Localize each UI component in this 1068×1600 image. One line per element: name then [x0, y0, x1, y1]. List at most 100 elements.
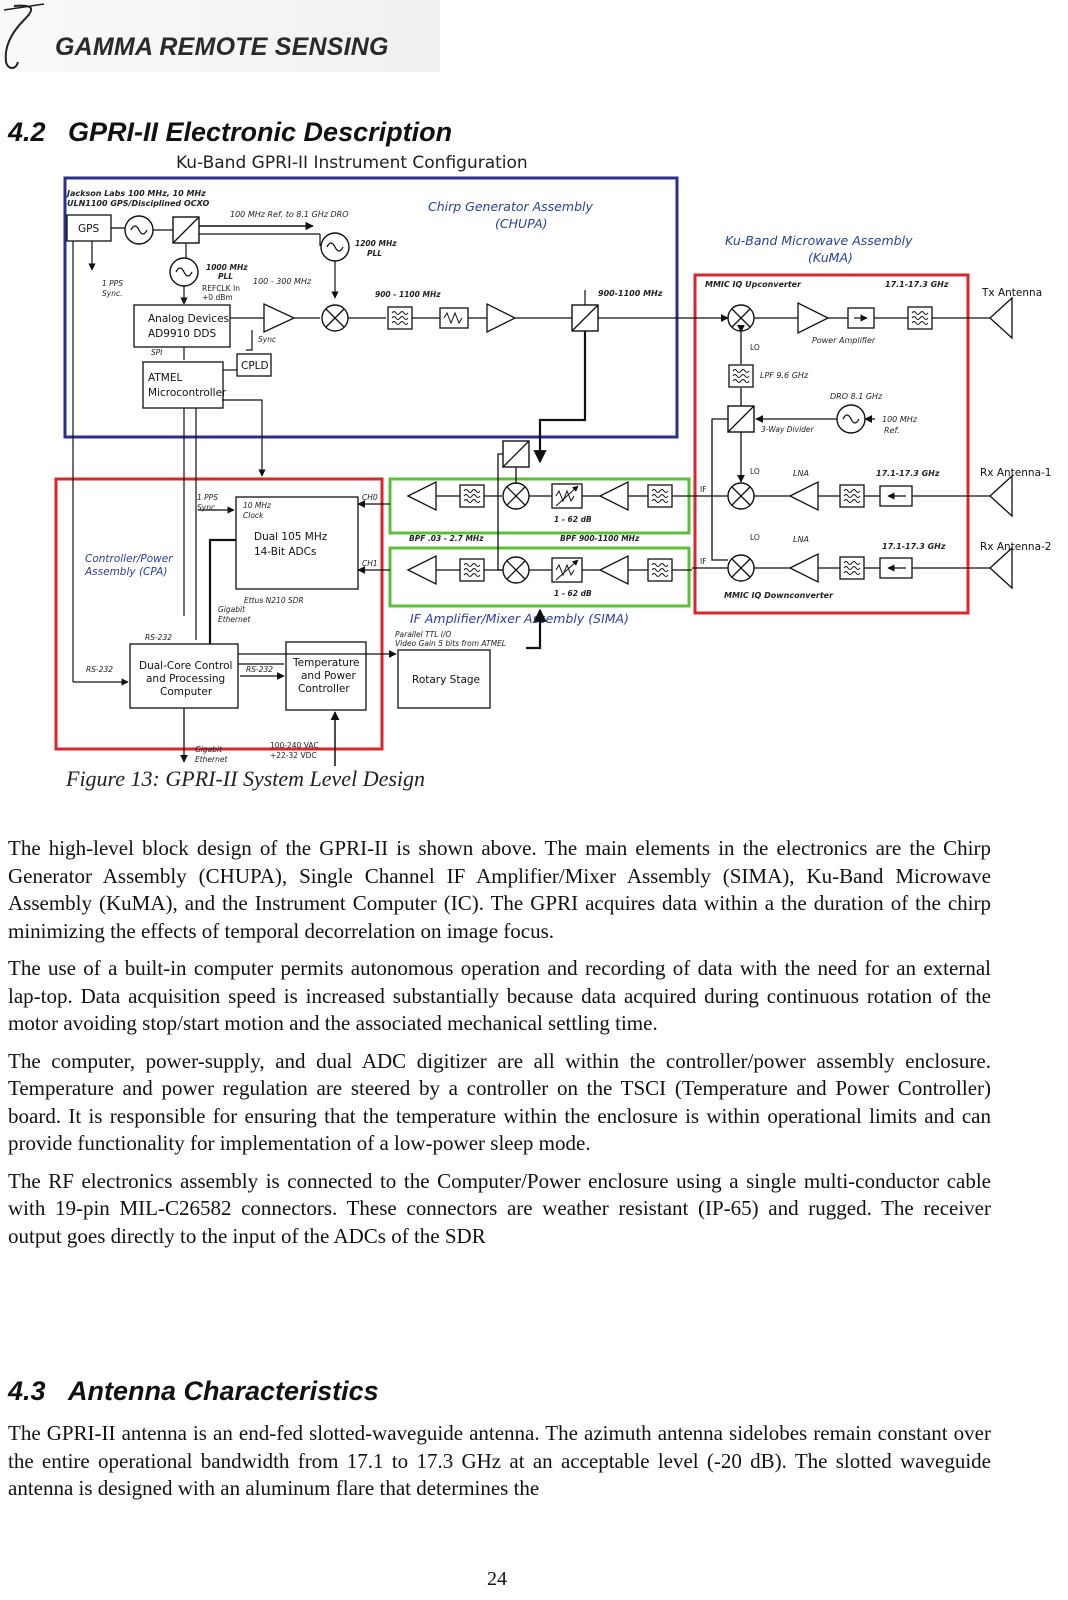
if-label-2: IF: [700, 557, 707, 566]
rx-antenna-1-icon: [989, 474, 1013, 518]
atten-label-2: 1 - 62 dB: [554, 589, 592, 598]
ttl-label: Parallel TTL I/O: [395, 630, 452, 639]
sdr-block: [235, 496, 359, 590]
pll1200-label-b: PLL: [367, 249, 382, 258]
rx-antenna-1-label: Rx Antenna-1: [980, 467, 1051, 479]
dds-block: [133, 304, 231, 348]
rotary-stage-label: Rotary Stage: [412, 674, 480, 686]
section-title: GPRI-II Electronic Description: [68, 117, 453, 147]
sync-label: Sync: [258, 335, 277, 344]
rx2-mixer-icon: [727, 554, 755, 582]
lo-label-2: LO: [750, 467, 760, 476]
cpa-label: Controller/Power: [85, 553, 173, 565]
kuma-label-1: Ku-Band Microwave Assembly: [725, 233, 913, 248]
dds-label-b: AD9910 DDS: [148, 328, 216, 340]
sdr-label: Ettus N210 SDR: [244, 596, 304, 605]
figure-caption: Figure 13: GPRI-II System Level Design: [66, 766, 426, 791]
dds-amp-icon: [263, 302, 296, 334]
atten-label-1: 1 - 62 dB: [554, 515, 592, 524]
kuma-box: [693, 273, 970, 615]
downconverter-label: MMIC IQ Downconverter: [724, 591, 834, 600]
computer-label-b: and Processing: [146, 673, 225, 685]
spi-label: SPI: [151, 348, 163, 357]
tx-isolator-icon: [848, 308, 874, 328]
pll1000-label: 1000 MHz: [206, 263, 248, 272]
tx-antenna-icon: [989, 296, 1013, 340]
header-logo: GAMMA REMOTE SENSING: [0, 0, 440, 72]
section-number: 4.2: [8, 117, 46, 147]
tpc-label-c: Controller: [298, 683, 350, 695]
lpf-label: LPF 9.6 GHz: [760, 371, 809, 380]
ref100-label: 100 MHz: [882, 415, 918, 424]
rs232-label-1: RS-232: [145, 633, 172, 642]
upconverter-mixer-icon: [727, 304, 755, 332]
sima-ch1-mixer-icon: [502, 556, 530, 584]
lna1-icon: [788, 480, 819, 512]
ch0-label: CH0: [362, 493, 378, 502]
pps-sync-label-b: Sync.: [102, 289, 122, 298]
sima-ch0-mixer-icon: [502, 482, 530, 510]
atmel-label: ATMEL: [148, 372, 182, 384]
band-tx-label: 17.1-17.3 GHz: [885, 280, 949, 289]
rx-antenna-2-label: Rx Antenna-2: [980, 541, 1051, 553]
chupa-box: [63, 176, 679, 439]
clock-label-b: Clock: [243, 511, 264, 520]
body-text: The high-level block design of the GPRI-…: [8, 835, 991, 1250]
bpf-rf-label: BPF 900-1100 MHz: [560, 534, 640, 543]
pll-1200-icon: [320, 232, 350, 262]
refclk-label-b: +0 dBm: [202, 293, 233, 302]
sima-ch0-if-filter-icon: [459, 484, 485, 508]
dro-label: DRO 8.1 GHz: [830, 392, 883, 401]
power-input-label-b: +22-32 VDC: [270, 751, 317, 760]
pps-sync-label: 1 PPS: [102, 279, 123, 288]
chupa-label-1: Chirp Generator Assembly: [428, 199, 593, 214]
sima-ch0-rf-filter-icon: [647, 484, 673, 508]
section-number-43: 4.3: [8, 1376, 46, 1406]
pll1000-label-b: PLL: [218, 272, 233, 281]
lna-label-1: LNA: [793, 469, 809, 478]
cpa-box: [54, 477, 384, 751]
ttl-label-b: Video Gain 5 bits from ATMEL: [395, 639, 506, 648]
block-diagram: Ku-Band GPRI-II Instrument Configuration…: [54, 153, 1051, 766]
band-rx2-label: 17.1-17.3 GHz: [882, 542, 946, 551]
atmel-label-b: Microcontroller: [148, 387, 227, 399]
range-900-1100-label: 900 - 1100 MHz: [375, 290, 441, 299]
page-number: 24: [487, 1568, 507, 1590]
computer-block: [129, 643, 239, 709]
upmix-icon: [321, 304, 349, 332]
sima-box-ch0: [388, 477, 691, 535]
gigabit-label-1b: Ethernet: [218, 615, 251, 624]
chupa-amp-icon: [486, 302, 517, 334]
rx2-filter-icon: [839, 556, 865, 580]
range-100-300-label: 100 - 300 MHz: [253, 277, 312, 286]
sima-ch0-amp-icon: [406, 480, 437, 512]
pll-1000-icon: [169, 257, 199, 287]
computer-label: Dual-Core Control: [139, 660, 232, 672]
cpa-label-b: Assembly (CPA): [84, 566, 167, 578]
sima-lo-splitter-icon: [502, 440, 530, 468]
rs232-label-2: RS-232: [86, 665, 113, 674]
company-name: GAMMA REMOTE SENSING: [55, 33, 389, 61]
three-way-divider-icon: [727, 405, 755, 433]
range-900-1100-b-label: 900-1100 MHz: [598, 289, 663, 298]
sima-ch1-if-filter-icon: [459, 558, 485, 582]
sima-ch1-rf-amp-icon: [598, 554, 629, 586]
chupa-splitter-icon: [571, 304, 599, 332]
power-input-label: 100-240 VAC: [270, 741, 319, 750]
divider-label: 3-Way Divider: [761, 425, 815, 434]
refclk-label: REFCLK In: [202, 284, 240, 293]
kuma-label-2: (KuMA): [808, 250, 853, 265]
ch1-label: CH1: [362, 559, 378, 568]
sima-ch1-amp-icon: [406, 554, 437, 586]
section-heading: 4.2 GPRI-II Electronic Description: [8, 117, 452, 148]
paragraph: The computer, power-supply, and dual ADC…: [8, 1048, 991, 1156]
adc-label-b: 14-Bit ADCs: [254, 546, 316, 558]
lo-label-3: LO: [750, 533, 760, 542]
tx-antenna-label: Tx Antenna: [981, 287, 1042, 299]
computer-label-c: Computer: [160, 686, 213, 698]
lpf-icon: [728, 364, 754, 388]
ref100-label-b: Ref.: [884, 426, 900, 435]
rx-antenna-2-icon: [989, 546, 1013, 590]
lo-label-1: LO: [750, 343, 760, 352]
paragraph: The use of a built-in computer permits a…: [8, 956, 991, 1035]
